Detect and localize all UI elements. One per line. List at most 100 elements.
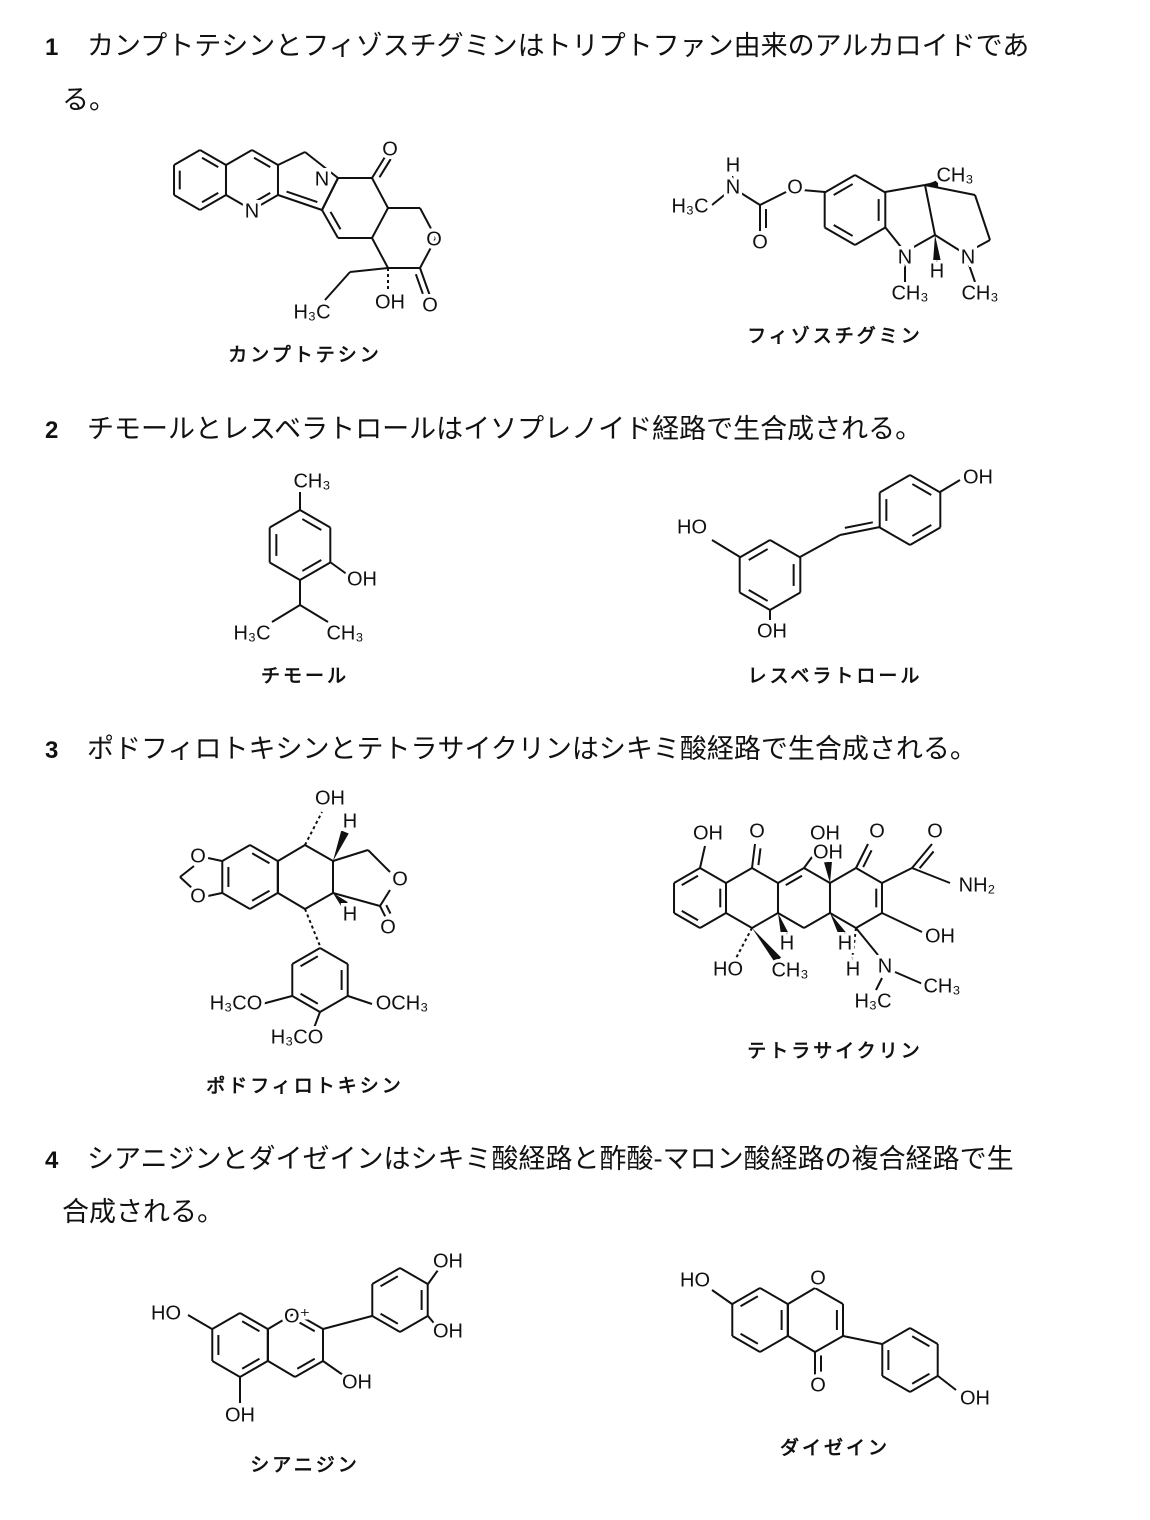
atom-label: H	[343, 903, 357, 925]
bond	[277, 844, 306, 862]
bond	[759, 1287, 789, 1305]
atom-label: OH	[925, 925, 955, 947]
question-text: カンプトテシンとフィゾスチグミンはトリプトファン由来のアルカロイドであ	[87, 31, 1030, 62]
bond	[179, 865, 195, 878]
bond	[937, 1375, 957, 1391]
daidzein-labels: HO O O OH	[677, 1264, 994, 1413]
atom-label: O	[426, 228, 442, 250]
bond	[681, 874, 699, 886]
physostigmine-bonds	[711, 174, 991, 283]
bond	[739, 591, 771, 611]
atom-label: OH	[375, 291, 405, 313]
bond	[909, 526, 941, 546]
bond	[419, 267, 431, 297]
bond	[759, 189, 791, 206]
bond	[347, 995, 373, 1005]
bond	[803, 912, 831, 929]
atom-label: NH₂	[959, 874, 996, 896]
bond	[814, 1335, 844, 1353]
bond	[251, 194, 279, 211]
bond	[253, 192, 271, 204]
atom-label: OCH₃	[376, 992, 429, 1014]
atom-label: H	[930, 260, 944, 282]
atom-label: OH	[342, 1371, 372, 1393]
bond	[752, 928, 782, 963]
atom-label: O	[190, 885, 206, 907]
atom-label: N	[315, 168, 329, 190]
bond	[911, 1335, 930, 1348]
bond	[211, 1360, 241, 1378]
bond	[332, 892, 381, 907]
bond	[829, 912, 857, 929]
podophyllotoxin-labels: OH H O O H O O H₃CO OCH₃ H₃CO	[187, 784, 432, 1052]
bond	[173, 194, 201, 211]
atom-label: CH₃	[293, 470, 330, 492]
bond	[304, 151, 339, 179]
bond	[748, 548, 769, 561]
bond	[748, 589, 769, 602]
atom-label: H₃C	[233, 622, 270, 644]
bond	[855, 927, 879, 956]
bond	[711, 1289, 733, 1305]
bond	[371, 151, 389, 179]
bond	[673, 912, 701, 929]
atom-label: O	[190, 845, 206, 867]
bond	[371, 1315, 401, 1333]
cyanidin-labels: O⁺ HO OH OH OH OH	[148, 1247, 467, 1430]
bond	[251, 149, 279, 166]
bond	[249, 844, 279, 862]
bond	[304, 892, 334, 910]
atom-label: HO	[151, 1302, 181, 1324]
bond	[787, 1287, 816, 1305]
bond	[711, 539, 741, 558]
bond	[854, 174, 886, 194]
bond	[787, 1335, 816, 1353]
bond	[777, 867, 805, 884]
bond	[933, 235, 941, 263]
atom-label: N	[245, 200, 259, 222]
bond	[221, 844, 251, 862]
bond	[241, 1320, 260, 1333]
bond	[759, 1335, 789, 1353]
bond	[855, 867, 883, 884]
bond	[854, 226, 886, 246]
bond	[319, 947, 349, 965]
bond	[824, 226, 856, 246]
bond	[322, 1315, 373, 1330]
bond	[173, 149, 201, 166]
bond	[894, 971, 926, 986]
bond	[269, 561, 301, 581]
bond	[277, 194, 323, 211]
bond-layer	[173, 149, 991, 1403]
bond	[855, 912, 883, 929]
atom-label: O	[380, 916, 396, 938]
bond	[207, 892, 223, 897]
cyanidin-bonds	[187, 1267, 439, 1403]
bond	[731, 1287, 761, 1305]
bond	[830, 913, 847, 938]
bond	[881, 1327, 911, 1345]
bond	[211, 1312, 241, 1330]
bond	[881, 1375, 911, 1393]
bond	[731, 1335, 761, 1353]
atom-label: O	[927, 820, 943, 842]
bond	[911, 483, 932, 496]
bond	[296, 1320, 316, 1333]
bond	[296, 1357, 316, 1370]
bond	[267, 1360, 296, 1378]
atom-label: O	[382, 138, 398, 160]
bond	[399, 1315, 429, 1333]
bond	[221, 892, 251, 910]
atom-label: H	[343, 810, 357, 832]
bond	[918, 850, 935, 869]
physostigmine-labels: H N H₃C O O CH₃ N H N CH₃ CH₃	[668, 151, 1002, 308]
bond	[329, 561, 349, 576]
bond	[739, 539, 771, 559]
bond	[261, 995, 293, 1005]
tetracycline-labels: OH O OH O O NH₂ OH OH HO CH₃ H H H N CH₃…	[690, 817, 999, 1016]
bond	[740, 1295, 759, 1308]
bond	[785, 874, 803, 886]
